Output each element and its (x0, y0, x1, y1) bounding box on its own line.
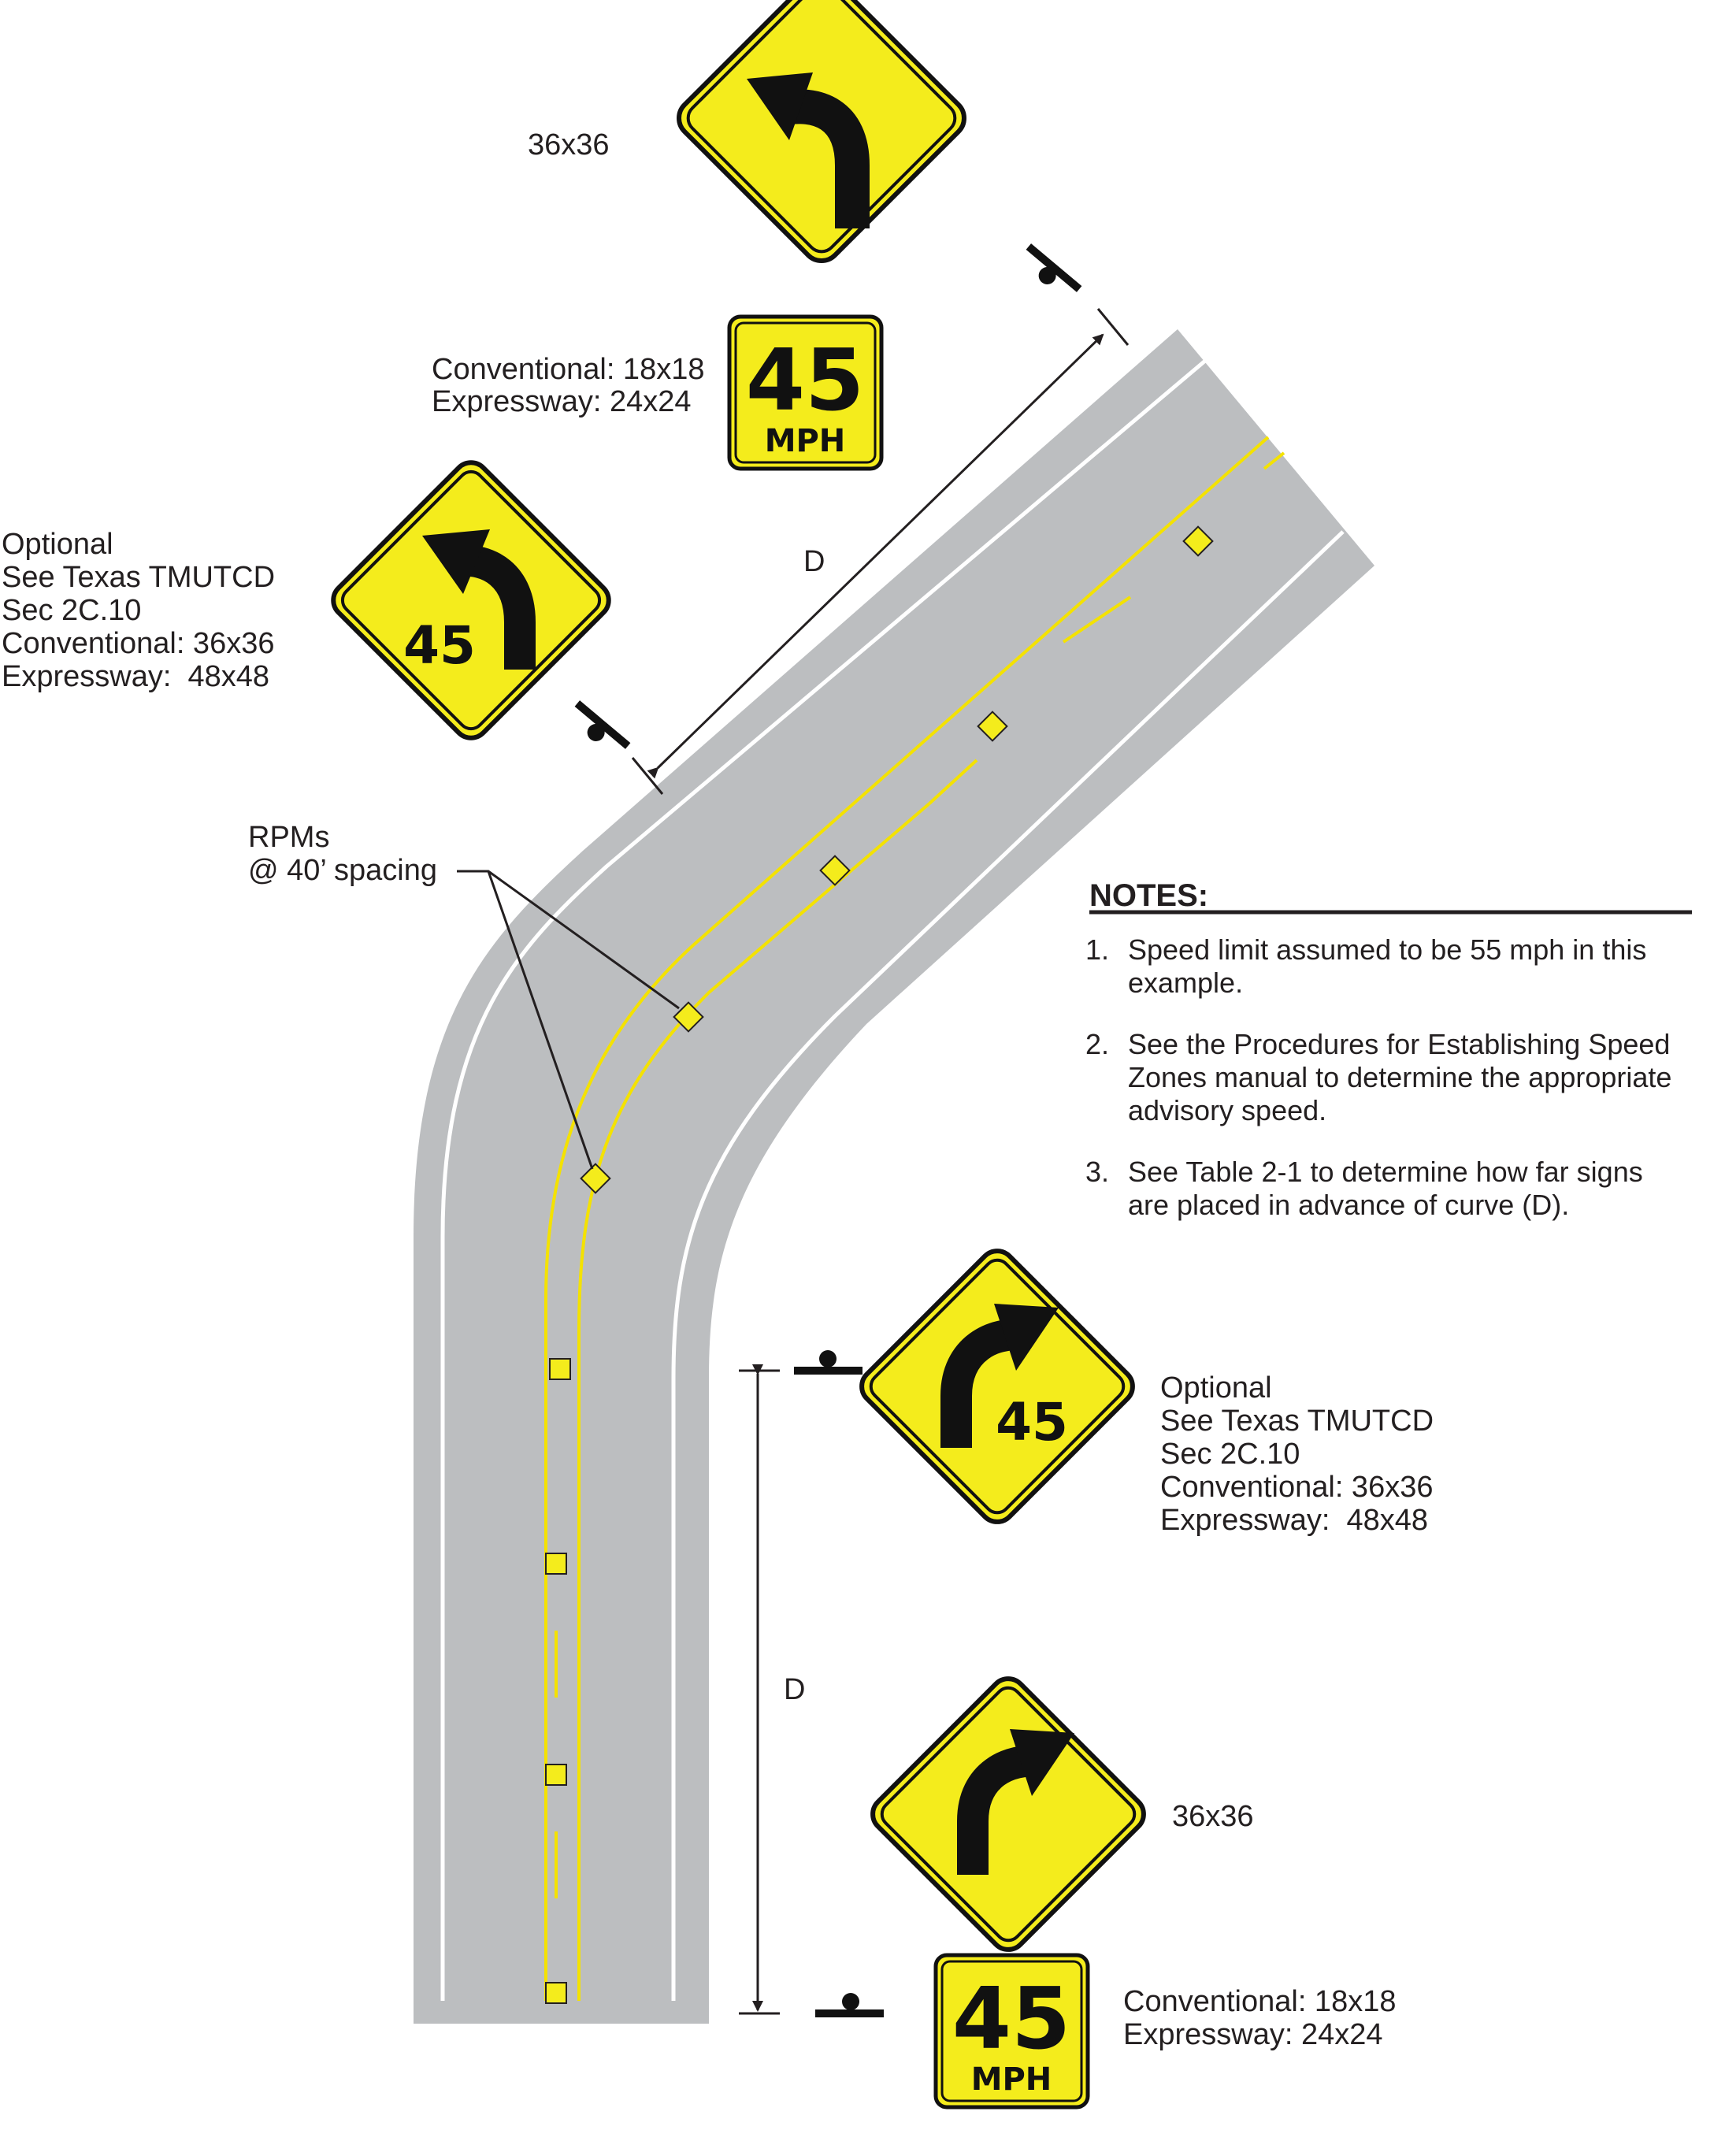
right-optional-expressway: Expressway: 48x48 (1160, 1504, 1428, 1537)
curve-left-arrow-icon (422, 529, 536, 670)
rpm-label: RPMs (248, 821, 329, 854)
curve-left-warning-sign (677, 0, 966, 263)
rpm-marker (545, 1764, 567, 1786)
sign-post-marker (574, 700, 631, 749)
plaque-speed: 45 (952, 1970, 1070, 2069)
top-plaque-size-conventional: Conventional: 18x18 (432, 353, 704, 386)
note-line: are placed in advance of curve (D). (1128, 1189, 1569, 1221)
right-optional-label: Optional (1160, 1371, 1272, 1405)
sign-post-marker (1026, 243, 1082, 292)
left-edge-line (440, 359, 1207, 2001)
left-optional-expressway: Expressway: 48x48 (2, 660, 269, 693)
centerline-dash (1263, 451, 1285, 470)
plaque-unit: MPH (765, 423, 846, 459)
right-optional-conventional: Conventional: 36x36 (1160, 1471, 1433, 1504)
note-number: 3. (1085, 1156, 1109, 1188)
distance-dimension-bottom: D (739, 1364, 805, 2015)
pavement (414, 329, 1374, 2024)
sign-post-marker (794, 1350, 862, 1375)
left-optional-reference: See Texas TMUTCD (2, 561, 275, 594)
note-number: 1. (1085, 933, 1109, 966)
notes-title: NOTES: (1089, 878, 1208, 913)
note-line: See Table 2-1 to determine how far signs (1128, 1156, 1643, 1188)
note-line: See the Procedures for Establishing Spee… (1128, 1028, 1670, 1060)
plaque-speed: 45 (746, 332, 864, 430)
curve-right-arrow-icon (940, 1304, 1059, 1448)
left-optional-section: Sec 2C.10 (2, 594, 141, 627)
advisory-speed-plaque-bottom: 45 MPH (933, 1953, 1090, 2110)
left-optional-conventional: Conventional: 36x36 (2, 627, 274, 660)
note-line: Zones manual to determine the appropriat… (1128, 1061, 1671, 1093)
rpm-marker (819, 855, 851, 886)
right-optional-reference: See Texas TMUTCD (1160, 1405, 1434, 1438)
curve-right-speed-combo-sign: 45 (859, 1249, 1135, 1524)
bottom-plaque-size-expressway: Expressway: 24x24 (1123, 2018, 1383, 2051)
rpm-marker (1182, 525, 1214, 557)
bottom-sign-size: 36x36 (1172, 1800, 1254, 1833)
right-optional-section: Sec 2C.10 (1160, 1438, 1300, 1471)
rpm-marker (580, 1163, 611, 1194)
distance-dimension-top: D (631, 308, 1130, 795)
note-number: 2. (1085, 1028, 1109, 1060)
combo-speed-left: 45 (403, 615, 476, 676)
top-sign-size: 36x36 (528, 128, 610, 161)
bottom-plaque-size-conventional: Conventional: 18x18 (1123, 1985, 1396, 2018)
plaque-unit: MPH (971, 2061, 1052, 2098)
distance-label-top: D (803, 545, 825, 578)
top-plaque-size-expressway: Expressway: 24x24 (432, 385, 692, 418)
curve-left-speed-combo-sign: 45 (331, 460, 611, 740)
left-center-line (544, 436, 1270, 2001)
right-edge-line (671, 530, 1345, 2001)
notes-block: NOTES: 1. Speed limit assumed to be 55 m… (1085, 878, 1692, 1221)
note-line: advisory speed. (1128, 1094, 1326, 1126)
combo-speed-right: 45 (996, 1392, 1068, 1453)
curve-left-arrow-icon (747, 72, 870, 228)
sign-post-marker (815, 1993, 884, 2017)
distance-label-bottom: D (784, 1673, 805, 1706)
rpm-leader (457, 870, 680, 1170)
advisory-speed-plaque-top: 45 MPH (727, 314, 884, 471)
curve-right-arrow-icon (957, 1729, 1074, 1875)
rpm-marker (545, 1553, 567, 1575)
rpm-marker (673, 1001, 704, 1033)
left-optional-label: Optional (2, 528, 113, 561)
rpm-marker (549, 1358, 571, 1380)
note-line: example. (1128, 967, 1243, 999)
curve-right-warning-sign (870, 1676, 1146, 1952)
rpm-spacing-label: @ 40’ spacing (248, 854, 437, 887)
note-line: Speed limit assumed to be 55 mph in this (1128, 933, 1646, 966)
rpm-marker (545, 1982, 567, 2004)
